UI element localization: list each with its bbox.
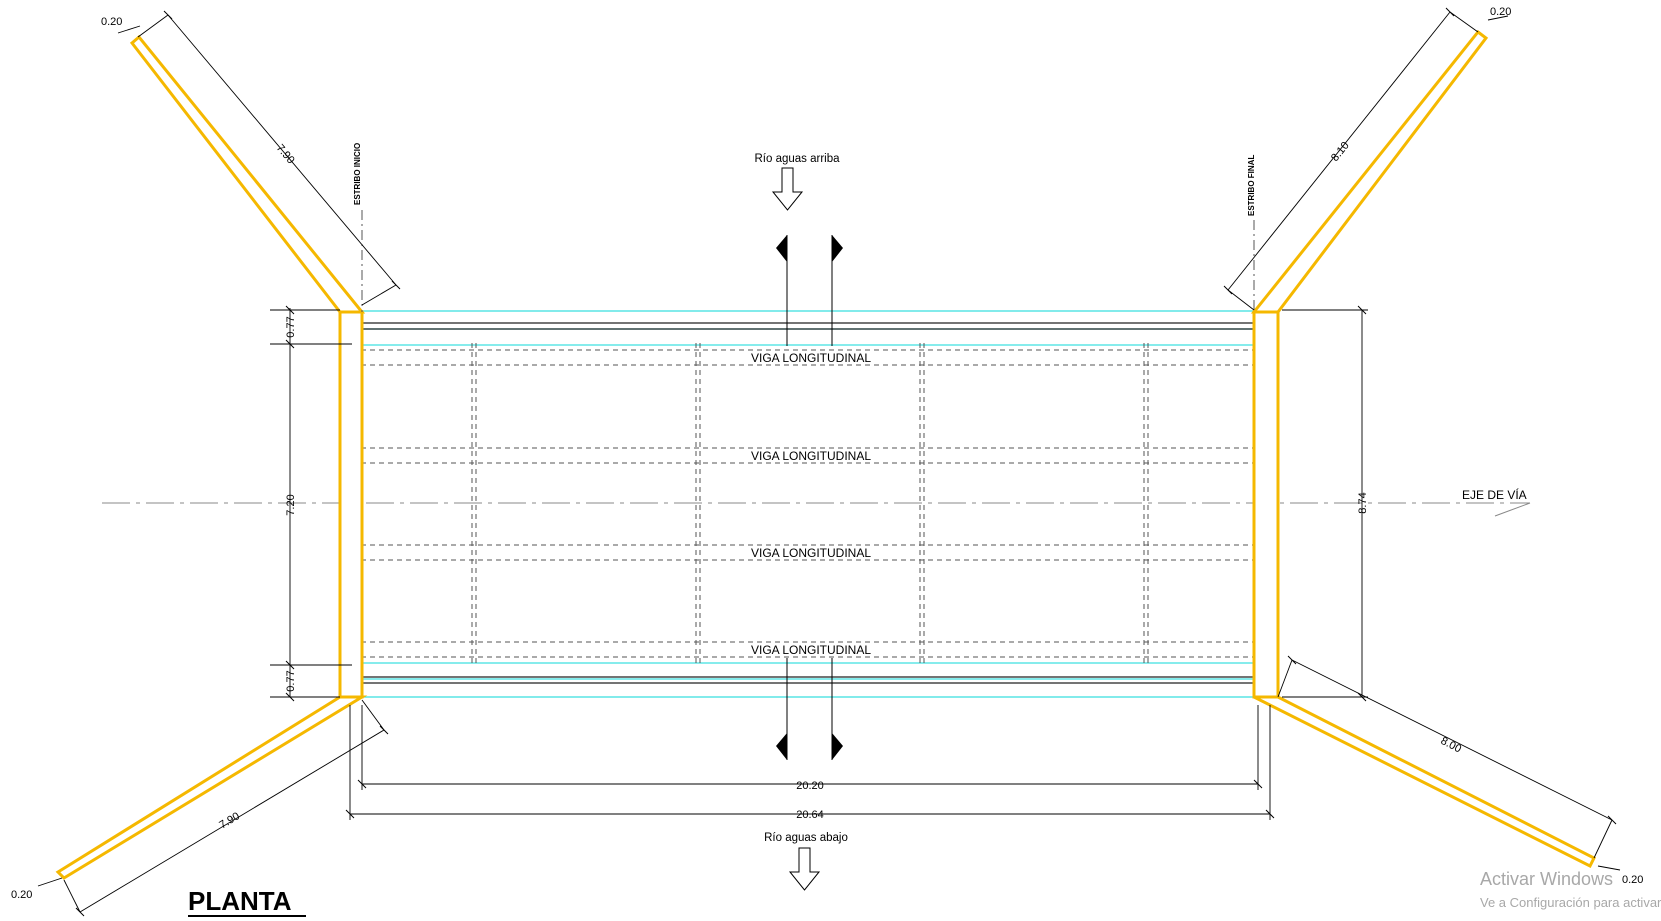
dim-edge-top: 0.77 <box>285 316 297 337</box>
wing-wall-top-right <box>1250 29 1489 314</box>
beam-label-1: VIGA LONGITUDINAL <box>751 351 871 365</box>
activation-watermark-subtitle: Ve a Configuración para activar Windows. <box>1480 895 1661 910</box>
drawing-title: PLANTA <box>188 886 292 916</box>
section-cuts <box>786 235 833 760</box>
dim-span: 20.20 <box>796 780 824 792</box>
wing-wall-bottom-right <box>1253 695 1597 869</box>
railings <box>362 322 1256 684</box>
dim-thickness-bottom-left: 0.20 <box>11 889 32 901</box>
dim-wing-top-right: 8.10 <box>1329 140 1352 164</box>
dim-wing-bottom-left: 7.90 <box>217 810 242 831</box>
dimension-ticks <box>75 7 1617 917</box>
dim-thickness-top-right: 0.20 <box>1490 6 1511 18</box>
diaphragms <box>471 343 1149 665</box>
wing-wall-top-left <box>129 34 366 314</box>
abutment-walls <box>55 29 1597 880</box>
beam-label-2: VIGA LONGITUDINAL <box>751 449 871 463</box>
dim-thickness-top-left: 0.20 <box>101 16 122 28</box>
dim-thickness-bottom-right: 0.20 <box>1622 874 1643 886</box>
dim-width-inner: 7.20 <box>285 494 297 515</box>
beam-label-4: VIGA LONGITUDINAL <box>751 643 871 657</box>
beam-label-3: VIGA LONGITUDINAL <box>751 546 871 560</box>
flow-downstream-label: Río aguas abajo <box>764 832 848 844</box>
activation-watermark-title: Activar Windows <box>1480 869 1614 889</box>
road-axis-label: EJE DE VÍA <box>1462 487 1527 502</box>
flow-arrow-down <box>788 847 821 891</box>
abutment-start <box>338 310 364 699</box>
dim-width-total: 8.74 <box>1357 492 1369 513</box>
dim-span-total: 20.64 <box>796 809 824 821</box>
dim-edge-bottom: 0.77 <box>285 670 297 691</box>
flow-arrow-up <box>771 167 804 211</box>
dimension-lines <box>37 11 1621 913</box>
section-markers <box>776 235 843 760</box>
deck-slab <box>346 310 1266 698</box>
dim-wing-bottom-right: 8.00 <box>1439 735 1464 755</box>
flow-upstream-label: Río aguas arriba <box>754 153 840 165</box>
abutment-end <box>1252 310 1280 699</box>
road-axis-arrow <box>1494 502 1531 517</box>
abutment-end-label: ESTRIBO FINAL <box>1247 155 1256 216</box>
wing-wall-bottom-left <box>55 695 368 880</box>
abutment-start-label: ESTRIBO INICIO <box>353 143 362 205</box>
